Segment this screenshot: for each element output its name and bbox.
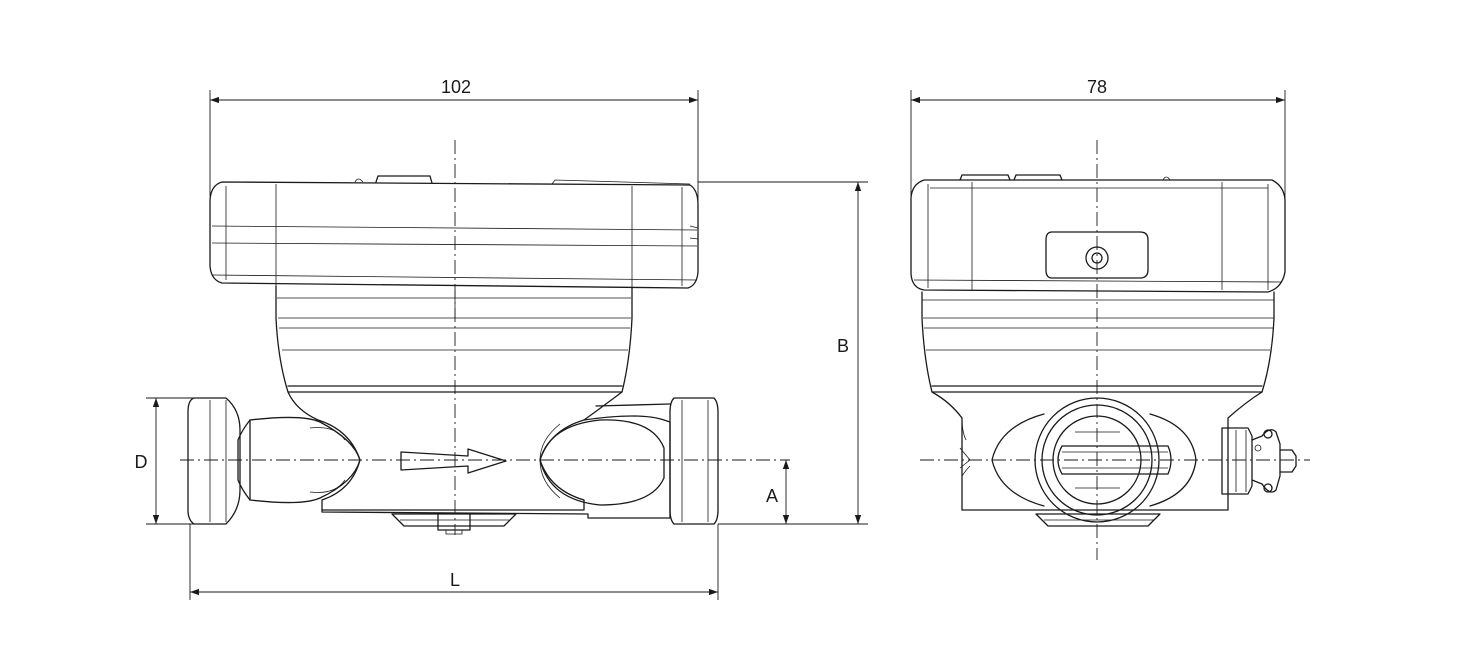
side-register-head [209, 175, 699, 289]
front-body-housing [921, 291, 1275, 511]
dimension-label-a: A [766, 486, 778, 506]
dimension-label-l: L [450, 570, 460, 590]
dimension-label-78: 78 [1087, 77, 1107, 97]
front-valve-nut [1221, 427, 1297, 495]
side-bottom-fitting [391, 513, 517, 535]
dimension-label-b: B [837, 336, 849, 356]
flow-direction-arrow [400, 448, 507, 474]
dimension-front-width: 78 [910, 77, 1286, 222]
dimension-label-d: D [135, 452, 148, 472]
dimension-length-l: L [189, 524, 719, 600]
front-bottom-fitting [1035, 513, 1161, 527]
dimension-diameter-d: D [135, 397, 194, 525]
front-register-head [910, 174, 1286, 293]
dimension-side-width: 102 [209, 77, 699, 222]
side-body-housing [275, 285, 633, 393]
dimension-height-b: B [698, 181, 868, 525]
side-left-connector [187, 397, 241, 525]
side-right-connector [669, 397, 719, 525]
dimension-label-102: 102 [441, 77, 471, 97]
front-view [910, 140, 1310, 560]
side-view [180, 140, 790, 535]
dimension-axis-height-a: A [766, 460, 790, 524]
